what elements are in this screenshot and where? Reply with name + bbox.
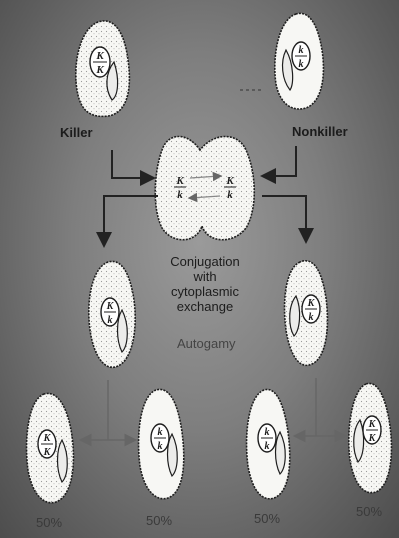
killer-label: Killer: [60, 125, 93, 140]
conj-right-allele-1: K: [225, 175, 234, 187]
conjugation-caption: Conjugation with cytoplasmic exchange: [135, 254, 275, 314]
mid-left-allele-2: k: [108, 315, 113, 326]
percent-label-3: 50%: [254, 511, 280, 526]
nonkiller-top-allele-1: k: [299, 45, 304, 56]
bottom-3-allele-1: k: [265, 427, 270, 438]
mid-right-allele-2: k: [309, 312, 314, 323]
bottom-4-allele-1: K: [368, 419, 377, 430]
conj-right-allele-2: k: [227, 189, 233, 201]
nonkiller-top-allele-2: k: [299, 59, 304, 70]
killer-top-allele-1: K: [95, 50, 104, 62]
bottom-2-allele-1: k: [158, 427, 163, 438]
killer-top-allele-2: K: [95, 64, 104, 76]
bottom-3-allele-2: k: [265, 441, 270, 452]
arrow-killer-to-pair: [112, 150, 152, 178]
nonkiller-label: Nonkiller: [292, 124, 348, 139]
conj-left-allele-2: k: [177, 189, 183, 201]
bottom-2-allele-2: k: [158, 441, 163, 452]
percent-label-4: 50%: [356, 504, 382, 519]
conjugation-line-1: Conjugation: [135, 254, 275, 269]
arrow-nonkiller-to-pair: [264, 146, 296, 176]
autogamy-cell-right: [285, 261, 328, 366]
percent-label-2: 50%: [146, 513, 172, 528]
conj-left-allele-1: K: [175, 175, 184, 187]
conjugation-line-4: exchange: [135, 299, 275, 314]
arrow-pair-to-left: [104, 196, 158, 244]
bottom-4-allele-2: K: [368, 433, 377, 444]
conjugating-pair: [155, 137, 254, 240]
conjugation-line-3: cytoplasmic: [135, 284, 275, 299]
bottom-1-allele-2: K: [43, 447, 52, 458]
arrow-pair-to-right: [262, 196, 306, 240]
mid-right-allele-1: K: [307, 298, 316, 309]
mid-left-allele-1: K: [106, 301, 115, 312]
conjugation-line-2: with: [135, 269, 275, 284]
autogamy-label: Autogamy: [177, 336, 236, 351]
percent-label-1: 50%: [36, 515, 62, 530]
bottom-1-allele-1: K: [43, 433, 52, 444]
